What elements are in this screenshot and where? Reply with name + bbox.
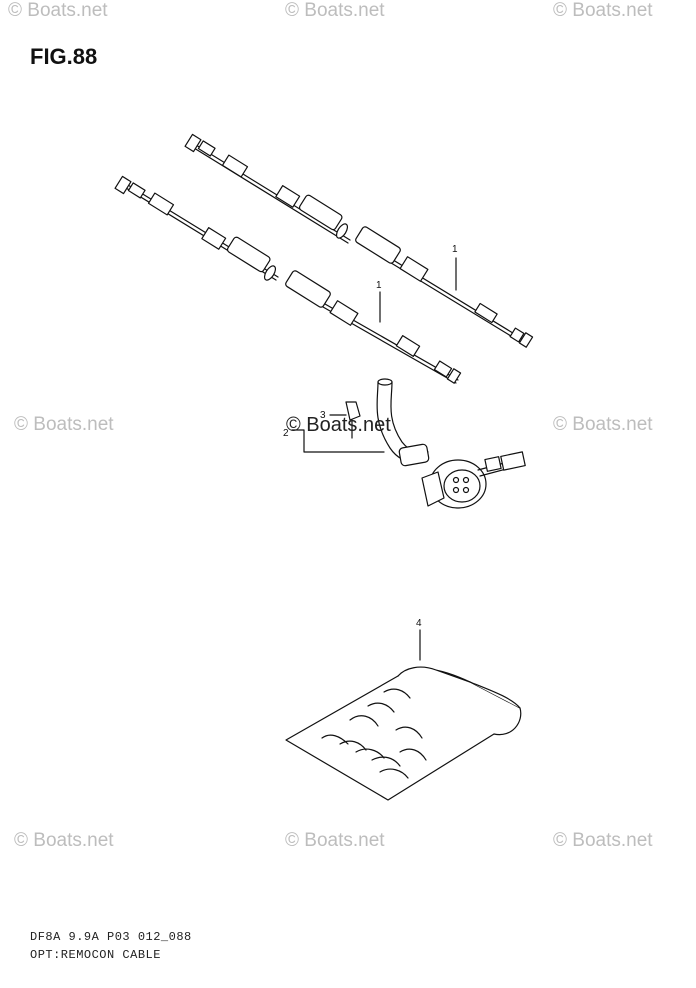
callout-2: 2 [283,428,289,439]
center-watermark: © Boats.net [286,414,391,436]
diagram-caption: OPT:REMOCON CABLE [30,948,161,962]
remote-control-cable-upper-end [355,226,534,348]
cable-clip [345,401,361,439]
watermark: © Boats.net [14,414,114,435]
watermark: © Boats.net [8,0,108,21]
callout-1-upper: 1 [452,244,458,255]
callout-3: 3 [320,410,326,421]
watermark: © Boats.net [553,0,653,21]
remote-control-cable-lower [114,175,279,281]
remote-control-cable-lower-end [285,270,462,384]
figure-title: FIG.88 [30,44,98,69]
wiring-harness [376,378,526,509]
diagram-code: DF8A 9.9A P03 012_088 [30,930,192,944]
callout-1-lower: 1 [376,280,382,291]
parts-bag [285,629,522,801]
watermark: © Boats.net [553,414,653,435]
remote-control-cable-upper [184,133,351,244]
callout-4: 4 [416,618,422,629]
watermark: © Boats.net [553,830,653,851]
watermark: © Boats.net [285,830,385,851]
watermark: © Boats.net [14,830,114,851]
watermark: © Boats.net [285,0,385,21]
